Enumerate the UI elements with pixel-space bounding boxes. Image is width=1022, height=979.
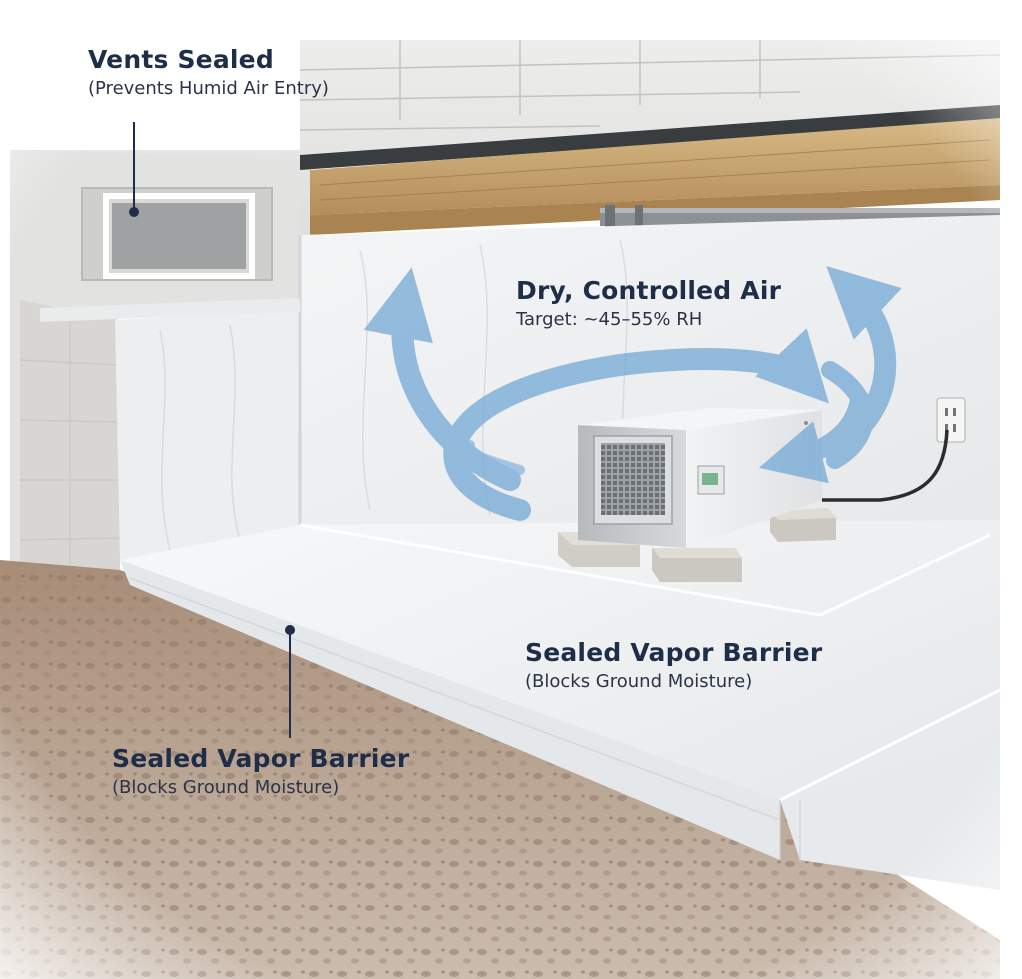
barrier-floor-subtitle: (Blocks Ground Moisture) [525, 671, 753, 692]
dry-air-title: Dry, Controlled Air [516, 276, 782, 305]
vents-sealed-title: Vents Sealed [88, 45, 274, 74]
barrier-edge-label: Sealed Vapor Barrier (Blocks Ground Mois… [112, 744, 409, 799]
barrier-edge-subtitle: (Blocks Ground Moisture) [112, 777, 340, 798]
dry-air-label: Dry, Controlled Air Target: ~45–55% RH [516, 276, 781, 331]
barrier-edge-title: Sealed Vapor Barrier [112, 744, 410, 773]
barrier-floor-label: Sealed Vapor Barrier (Blocks Ground Mois… [525, 638, 822, 693]
barrier-floor-title: Sealed Vapor Barrier [525, 638, 823, 667]
dry-air-subtitle: Target: ~45–55% RH [516, 309, 703, 330]
vents-sealed-label: Vents Sealed (Prevents Humid Air Entry) [88, 45, 329, 100]
vents-sealed-subtitle: (Prevents Humid Air Entry) [88, 78, 329, 99]
